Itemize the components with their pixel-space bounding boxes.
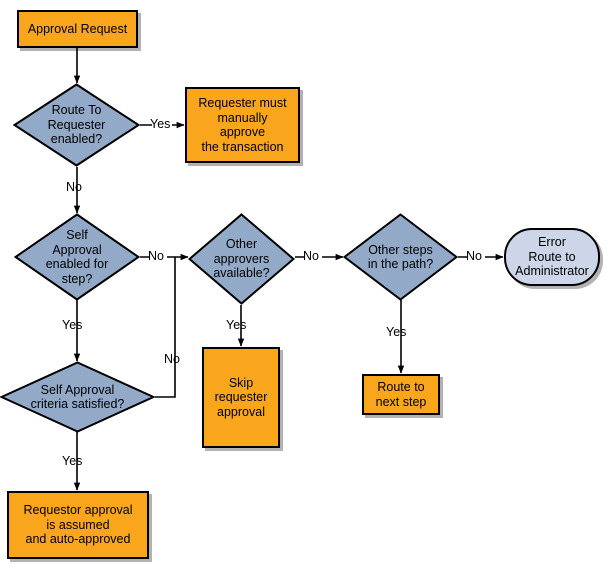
edge-label-otherapprovers-yes: Yes — [226, 318, 247, 332]
edge-label-selfenabled-no: No — [148, 249, 164, 263]
edge-label-othersteps-yes: Yes — [386, 325, 407, 339]
edge-label-route-no: No — [66, 180, 82, 194]
node-requester-manual-approve[interactable]: Requester must manually approve the tran… — [185, 87, 300, 163]
node-self-approval-enabled-label: Self Approval enabled for step? — [45, 228, 109, 286]
node-route-to-requester-label: Route To Requester enabled? — [47, 103, 106, 147]
node-approval-request[interactable]: Approval Request — [17, 10, 138, 48]
node-route-to-requester[interactable]: Route To Requester enabled? — [13, 83, 140, 167]
diamond-shape — [188, 213, 295, 305]
node-requester-manual-approve-label: Requester must manually approve the tran… — [198, 96, 287, 154]
edge-label-selfenabled-yes: Yes — [62, 318, 83, 332]
node-self-approval-enabled[interactable]: Self Approval enabled for step? — [14, 213, 140, 301]
diamond-shape — [0, 361, 155, 433]
edge-criteria-no — [155, 257, 176, 398]
diamond-shape — [14, 213, 140, 301]
node-self-approval-criteria[interactable]: Self Approval criteria satisfied? — [0, 361, 155, 433]
node-other-steps[interactable]: Other steps in the path? — [343, 213, 458, 301]
node-other-approvers[interactable]: Other approvers available? — [188, 213, 295, 305]
node-error-route-admin-label: Error Route to Administrator — [515, 235, 589, 279]
edge-label-criteria-no: No — [164, 352, 180, 366]
node-other-approvers-label: Other approvers available? — [213, 237, 270, 281]
edge-label-othersteps-no: No — [466, 249, 482, 263]
node-self-approval-criteria-label: Self Approval criteria satisfied? — [30, 382, 125, 412]
node-route-next-step-label: Route to next step — [375, 380, 427, 409]
node-requestor-auto-approved-label: Requestor approval is assumed and auto-a… — [23, 503, 133, 547]
node-skip-requester-approval-label: Skip requester approval — [214, 375, 268, 419]
diamond-shape — [343, 213, 458, 301]
edge-label-otherapprovers-no: No — [303, 249, 319, 263]
edge-label-route-yes: Yes — [150, 117, 171, 131]
diamond-shape — [13, 83, 140, 167]
node-approval-request-label: Approval Request — [27, 21, 128, 36]
node-route-next-step[interactable]: Route to next step — [362, 374, 440, 415]
node-skip-requester-approval[interactable]: Skip requester approval — [202, 347, 280, 448]
node-other-steps-label: Other steps in the path? — [367, 242, 434, 272]
edge-label-criteria-yes: Yes — [62, 454, 83, 468]
node-requestor-auto-approved[interactable]: Requestor approval is assumed and auto-a… — [7, 491, 149, 559]
node-error-route-admin[interactable]: Error Route to Administrator — [504, 228, 600, 286]
